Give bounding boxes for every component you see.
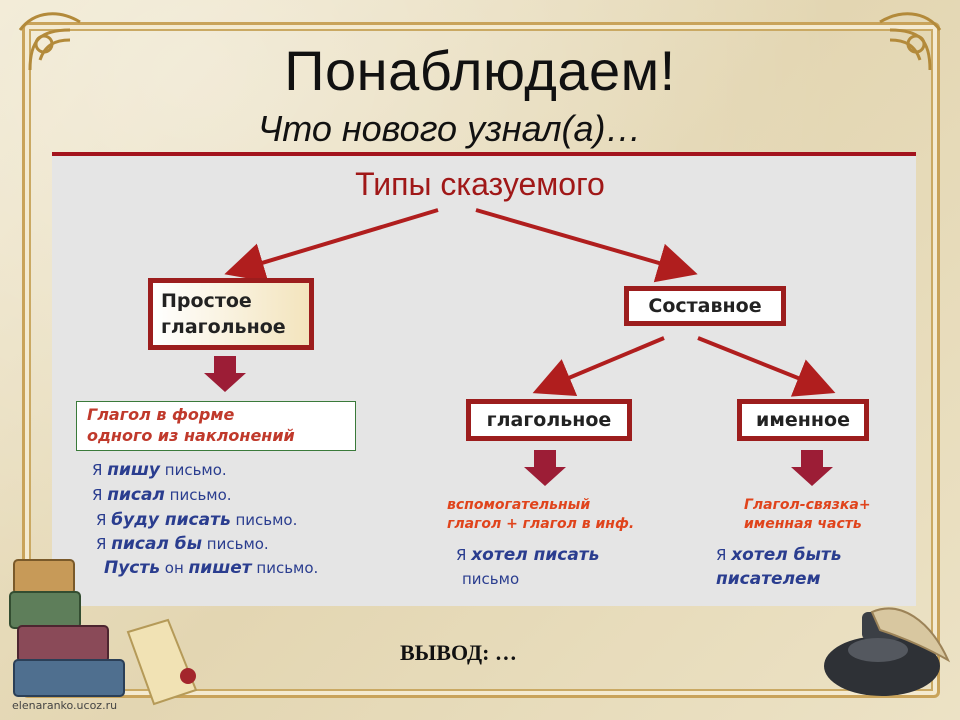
example-post: письмо.: [202, 535, 269, 553]
arrow-to-simple: [224, 208, 439, 282]
example-pre: Я: [92, 461, 108, 479]
example-predicate: писал: [107, 485, 165, 505]
inkwell-icon: [824, 612, 940, 696]
example-post: письмо.: [230, 511, 298, 529]
scroll-icon: [126, 618, 198, 706]
example-predicate: хотел писать: [471, 545, 600, 565]
nominal-note: Глагол-связка+ именная часть: [744, 496, 871, 534]
node-simple-verbal: Простое глагольное: [148, 278, 314, 350]
simple-definition-line-2: одного из наклонений: [87, 426, 295, 445]
decorative-frame: [22, 22, 940, 698]
node-composite: Составное: [624, 286, 786, 326]
arrow-to-composite: [475, 208, 698, 283]
arrow-to-verbal: [532, 336, 665, 397]
node-composite-verbal: глагольное: [466, 399, 632, 441]
conclusion-label: ВЫВОД: …: [400, 640, 517, 665]
example-predicate: пишу: [107, 460, 160, 480]
example-post: письмо.: [251, 559, 319, 577]
down-arrow-icon: [204, 356, 246, 392]
node-simple-label-2: глагольное: [161, 316, 286, 338]
slide-subtitle: Что нового узнал(а)…: [258, 108, 642, 149]
example-verbal: Я хотел писать: [456, 545, 599, 565]
example-simple-3: Я буду писать письмо.: [96, 510, 297, 530]
slide-title: Понаблюдаем!: [284, 39, 676, 102]
simple-definition-box: Глагол в форме одного из наклонений: [76, 401, 356, 451]
nominal-note-line-2: именная часть: [744, 516, 862, 532]
watermark: elenaranko.ucoz.ru: [12, 699, 118, 712]
example-simple-1: Я пишу письмо.: [92, 460, 227, 480]
example-nominal: Я хотел быть: [716, 545, 841, 565]
example-simple-2: Я писал письмо.: [92, 485, 232, 505]
verbal-note: вспомогательный глагол + глагол в инф.: [447, 496, 634, 534]
diagram-title: Типы сказуемого: [355, 166, 605, 202]
example-pre: Я: [716, 546, 732, 564]
example-post: письмо.: [160, 461, 227, 479]
ornament-corner-icon: [18, 12, 81, 71]
example-simple-5: Пусть он пишет письмо.: [104, 558, 318, 578]
example-predicate: писал бы: [111, 534, 203, 554]
ornament-corner-icon: [879, 12, 942, 71]
example-predicate: писателем: [716, 569, 821, 589]
example-pre: Я: [92, 486, 108, 504]
down-arrow-icon: [791, 450, 833, 486]
arrow-to-nominal: [697, 336, 836, 397]
example-pre: Я: [96, 511, 112, 529]
books-icon: [9, 559, 125, 697]
example-pre: Я: [456, 546, 472, 564]
example-predicate: хотел быть: [731, 545, 842, 565]
example-post: письмо.: [164, 486, 232, 504]
nominal-note-line-1: Глагол-связка+: [744, 497, 871, 513]
node-nominal-label: именное: [756, 409, 850, 431]
example-mid: он: [160, 559, 189, 577]
example-pre: Я: [96, 535, 112, 553]
divider: [52, 152, 916, 156]
node-simple-label-1: Простое: [161, 290, 252, 312]
example-nominal-line-2: писателем: [716, 569, 820, 589]
node-verbal-label: глагольное: [486, 409, 612, 431]
down-arrow-icon: [524, 450, 566, 486]
example-predicate: Пусть: [104, 558, 160, 578]
diagram-panel: [52, 156, 916, 606]
quill-icon: [870, 607, 951, 663]
example-predicate: пишет: [188, 558, 252, 578]
example-verbal-line-2: письмо: [462, 570, 520, 588]
simple-definition-line-1: Глагол в форме: [87, 405, 235, 424]
example-predicate: буду писать: [111, 510, 231, 530]
node-composite-nominal: именное: [737, 399, 869, 441]
node-composite-label: Составное: [648, 295, 762, 317]
verbal-note-line-1: вспомогательный: [447, 497, 591, 513]
verbal-note-line-2: глагол + глагол в инф.: [447, 516, 635, 532]
example-simple-4: Я писал бы письмо.: [96, 534, 269, 554]
